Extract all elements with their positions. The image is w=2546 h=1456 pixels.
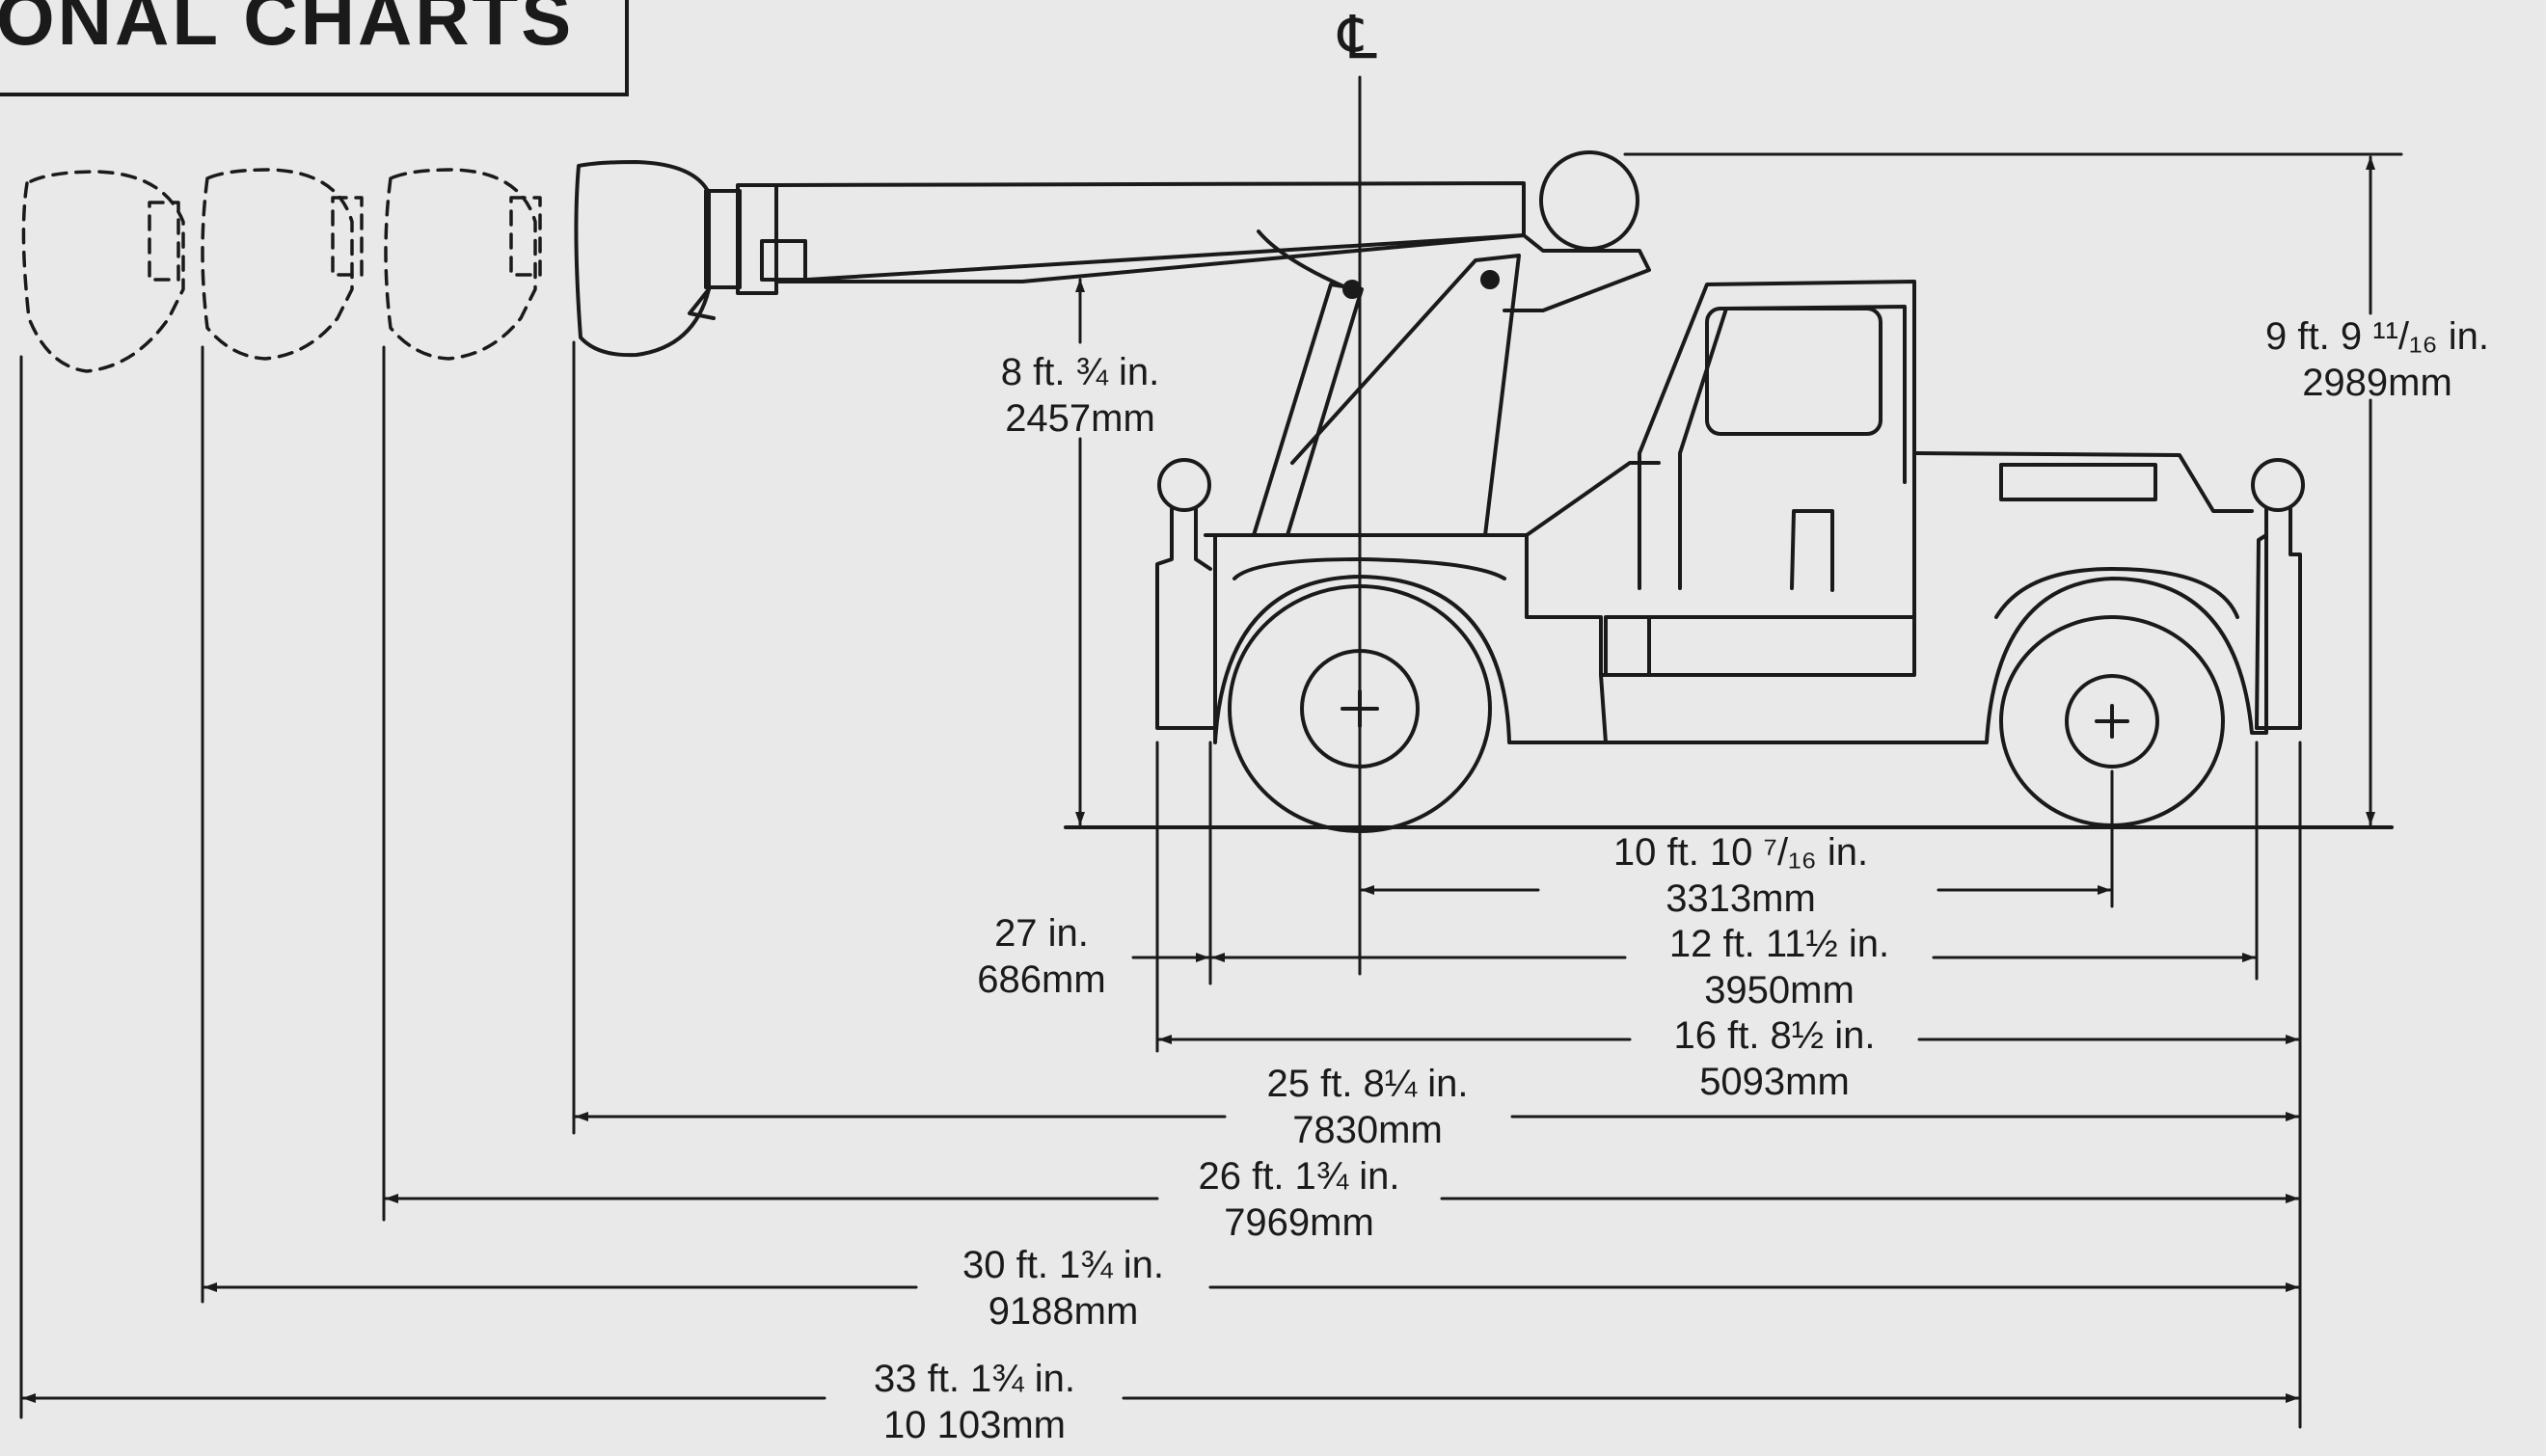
dim-label-boom-ext1: 26 ft. 1¾ in. 7969mm (1159, 1153, 1439, 1246)
dim-metric: 7969mm (1224, 1201, 1374, 1244)
dim-label-boom-ext2: 30 ft. 1¾ in. 9188mm (921, 1242, 1205, 1335)
boom-extension-ghosts (23, 170, 540, 371)
dim-imperial: 10 ft. 10 ⁷/₁₆ in. (1612, 831, 1869, 874)
dim-label-track-length: 12 ft. 11½ in. 3950mm (1630, 921, 1929, 1013)
dim-metric: 3313mm (1666, 877, 1816, 920)
dim-label-body-length: 16 ft. 8½ in. 5093mm (1635, 1012, 1914, 1105)
dim-metric: 7830mm (1292, 1109, 1443, 1151)
dim-label-wheelbase: 10 ft. 10 ⁷/₁₆ in. 3313mm (1543, 829, 1938, 922)
extension-lines (21, 154, 2401, 1427)
dim-label-boom-retracted: 25 ft. 8¼ in. 7830mm (1227, 1061, 1508, 1153)
dim-metric: 5093mm (1699, 1061, 1850, 1103)
dim-label-front-overhang: 27 in. 686mm (950, 910, 1133, 1003)
crane-body (576, 152, 2392, 833)
dim-imperial: 16 ft. 8½ in. (1673, 1014, 1876, 1057)
dim-metric: 686mm (977, 958, 1106, 1001)
dim-imperial: 12 ft. 11½ in. (1668, 923, 1890, 965)
page-title: ONAL CHARTS (0, 0, 575, 61)
dim-metric: 10 103mm (883, 1404, 1066, 1446)
dim-label-boom-height: 8 ft. ¾ in. 2457mm (969, 349, 1191, 442)
dim-imperial: 26 ft. 1¾ in. (1198, 1155, 1400, 1198)
dim-imperial: 30 ft. 1¾ in. (962, 1244, 1165, 1286)
header-frame (0, 0, 629, 96)
dim-imperial: 8 ft. ¾ in. (1000, 351, 1160, 393)
dim-imperial: 27 in. (994, 912, 1089, 955)
dim-imperial: 33 ft. 1¾ in. (873, 1358, 1076, 1400)
dimension-lines (23, 157, 2375, 1403)
dim-metric: 2457mm (1005, 397, 1155, 440)
dim-imperial: 9 ft. 9 ¹¹/₁₆ in. (2265, 315, 2489, 358)
dim-metric: 3950mm (1704, 969, 1855, 1011)
dim-metric: 9188mm (988, 1290, 1139, 1333)
dim-imperial: 25 ft. 8¼ in. (1266, 1063, 1469, 1105)
dim-metric: 2989mm (2302, 362, 2452, 404)
dim-label-boom-ext3: 33 ft. 1¾ in. 10 103mm (827, 1356, 1122, 1448)
dim-label-overall-height: 9 ft. 9 ¹¹/₁₆ in. 2989mm (2218, 313, 2536, 406)
centerline-symbol: ℄ (1339, 2, 1377, 72)
